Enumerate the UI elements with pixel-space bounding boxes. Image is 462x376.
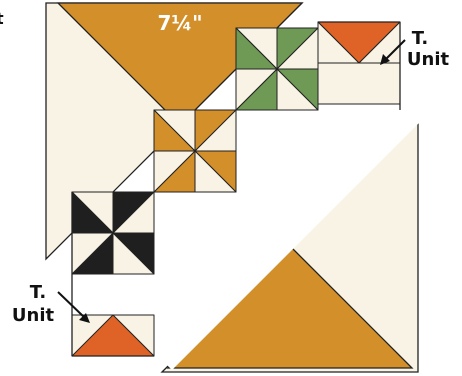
t-unit-label-bottom: T. Unit: [12, 282, 90, 326]
t-unit-top-line1: T.: [412, 28, 428, 49]
measure-label: 7¼": [157, 11, 202, 35]
block-green-cream-bl: [235, 68, 278, 111]
t-unit-bottom-line1: T.: [30, 282, 46, 303]
t-unit-top-line2: Unit: [407, 49, 450, 70]
t-unit-top-arrowhead: [380, 54, 390, 65]
t-unit-bottom-arrow: [57, 291, 86, 319]
t-unit-top-cream-band: [317, 62, 401, 105]
t-unit-label-top: T. Unit: [380, 28, 449, 70]
stray-character: t: [0, 9, 4, 28]
pinwheel-strip: [64, 10, 424, 370]
t-unit-top-arrow: [384, 39, 406, 61]
t-unit-bottom-line2: Unit: [12, 305, 55, 326]
block-gold-cream-bl: [153, 150, 196, 193]
t-unit-bottom-arrowhead: [79, 313, 90, 323]
